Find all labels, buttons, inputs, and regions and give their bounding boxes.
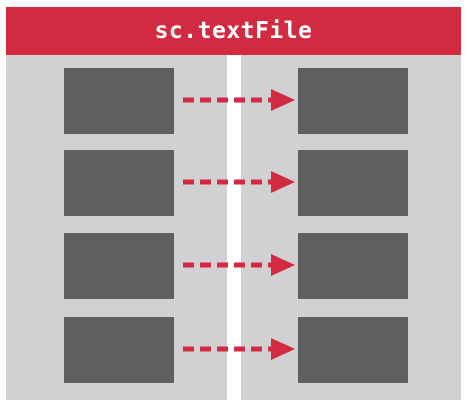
target-block-2 [298,150,408,216]
target-block-3 [298,233,408,299]
dashed-arrow-right-icon [183,338,295,360]
source-block-1 [64,68,174,134]
source-block-2 [64,150,174,216]
dashed-arrow-right-icon [183,89,295,111]
header-title: sc.textFile [154,18,313,44]
dashed-arrow-right-icon [183,254,295,276]
source-block-4 [64,317,174,383]
source-block-3 [64,233,174,299]
target-block-4 [298,317,408,383]
dashed-arrow-right-icon [183,171,295,193]
diagram-header: sc.textFile [6,7,461,55]
target-block-1 [298,68,408,134]
